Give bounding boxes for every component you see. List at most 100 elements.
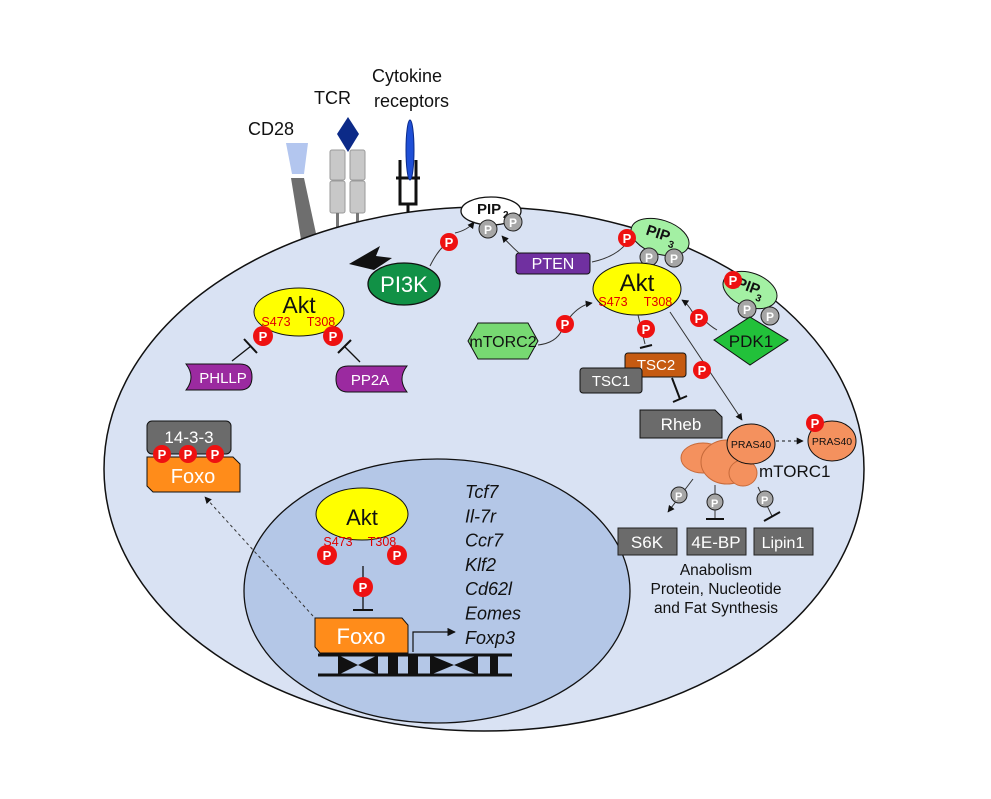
svg-text:Rheb: Rheb	[661, 415, 702, 434]
phospho-marker: P	[690, 309, 708, 327]
svg-text:P: P	[359, 580, 368, 595]
activation-arrow	[349, 246, 392, 270]
pip3-right: PIP 3 P P P	[722, 270, 780, 326]
akt-node-cytoplasm[interactable]: Akt S473 T308	[592, 262, 682, 316]
svg-text:PTEN: PTEN	[532, 256, 575, 273]
inhibit-bar	[337, 339, 352, 354]
svg-text:S473: S473	[323, 535, 352, 549]
foxo-node-nucleus[interactable]: Foxo	[314, 617, 409, 654]
cd28-label: CD28	[248, 119, 294, 139]
akt-node-phosphatase[interactable]: Akt S473 T308 P P	[253, 287, 345, 346]
inhibit-bar	[763, 511, 781, 522]
tsc-to-rheb-line	[671, 377, 681, 400]
pten-node[interactable]: PTEN	[515, 252, 591, 275]
svg-text:TSC1: TSC1	[592, 373, 630, 390]
svg-text:P: P	[698, 363, 707, 378]
transcription-arrow	[412, 627, 456, 652]
mtorc1-complex[interactable]: PRAS40	[680, 423, 776, 487]
svg-text:S6K: S6K	[631, 533, 664, 552]
foxo-node-cytoplasm[interactable]: Foxo	[146, 456, 241, 493]
svg-text:Akt: Akt	[620, 270, 655, 297]
mtorc2-to-akt-arrow	[569, 300, 593, 318]
svg-text:Lipin1: Lipin1	[762, 535, 805, 552]
target-gene: Tcf7	[465, 482, 499, 502]
target-gene: Klf2	[465, 555, 496, 575]
pp2a-node[interactable]: PP2A	[335, 365, 409, 393]
svg-text:3: 3	[754, 293, 763, 305]
svg-text:PIP: PIP	[644, 222, 672, 246]
svg-text:P: P	[211, 447, 220, 462]
svg-text:PHLLP: PHLLP	[199, 370, 247, 387]
svg-text:P: P	[329, 329, 338, 344]
svg-text:PP2A: PP2A	[351, 372, 389, 389]
s6k-node[interactable]: S6K	[617, 527, 678, 556]
svg-text:Akt: Akt	[282, 292, 316, 318]
svg-text:P: P	[675, 491, 682, 503]
svg-text:P: P	[670, 252, 678, 266]
pras40-free[interactable]: PRAS40 P	[806, 414, 857, 462]
phospho-marker: P	[637, 320, 655, 338]
rheb-node[interactable]: Rheb	[639, 409, 723, 439]
dna-icon	[318, 653, 512, 677]
cytokine-receptor	[396, 119, 420, 234]
svg-text:PIP: PIP	[477, 201, 501, 218]
tcr-label: TCR	[314, 88, 351, 108]
tsc1-node[interactable]: TSC1	[579, 367, 643, 394]
mtorc2-line	[537, 329, 563, 346]
pp2a-inhibit-line	[344, 346, 361, 363]
svg-text:P: P	[393, 548, 402, 563]
svg-text:Akt: Akt	[346, 505, 378, 530]
phospho-gray: P	[756, 490, 774, 508]
mtorc1-label: mTORC1	[759, 462, 830, 481]
foxo-export-arrow	[204, 496, 314, 617]
tcr-receptor	[329, 117, 366, 239]
pi3k-node[interactable]: PI3K	[367, 262, 441, 306]
svg-text:2: 2	[503, 210, 509, 221]
target-gene: Foxp3	[465, 628, 515, 648]
svg-text:Foxo: Foxo	[337, 624, 386, 649]
inhibit-bar	[243, 338, 258, 354]
svg-text:PRAS40: PRAS40	[812, 436, 852, 448]
akt-node-nucleus[interactable]: Akt S473 T308 P P	[315, 487, 409, 565]
svg-text:3: 3	[666, 239, 675, 251]
phospho-marker: P	[353, 577, 373, 597]
phospho-marker: P	[693, 361, 711, 379]
svg-text:PI3K: PI3K	[380, 272, 428, 297]
svg-text:P: P	[561, 317, 570, 332]
svg-text:PRAS40: PRAS40	[731, 439, 771, 451]
svg-text:P: P	[743, 303, 751, 317]
svg-text:TSC2: TSC2	[637, 357, 675, 374]
svg-text:4E-BP: 4E-BP	[691, 533, 740, 552]
svg-text:P: P	[642, 322, 651, 337]
inhibit-bar	[639, 344, 653, 349]
pdk1-node[interactable]: PDK1	[713, 316, 789, 366]
svg-text:P: P	[811, 416, 820, 431]
phospho-marker: P	[440, 233, 458, 251]
svg-text:P: P	[623, 231, 632, 246]
lipin1-node[interactable]: Lipin1	[753, 527, 814, 556]
phllp-node[interactable]: PHLLP	[184, 363, 253, 391]
target-gene: Eomes	[465, 604, 521, 624]
svg-text:P: P	[645, 251, 653, 265]
target-gene: Il-7r	[465, 506, 497, 526]
4ebp-node[interactable]: 4E-BP	[686, 527, 747, 556]
phospho-gray: P	[670, 486, 688, 504]
svg-text:P: P	[695, 311, 704, 326]
phospho-gray: P	[706, 493, 724, 511]
svg-text:S473: S473	[598, 295, 627, 309]
svg-text:P: P	[766, 310, 774, 324]
svg-text:Foxo: Foxo	[171, 466, 215, 488]
svg-text:14-3-3: 14-3-3	[164, 428, 213, 447]
svg-text:P: P	[509, 216, 517, 230]
svg-text:P: P	[484, 223, 492, 237]
svg-text:P: P	[184, 447, 193, 462]
fourteen33-node[interactable]: 14-3-3	[146, 420, 232, 455]
pdk1-to-akt-arrow	[681, 299, 694, 314]
cytokine-label-line2: receptors	[374, 91, 449, 111]
pip3-top: PIP 3 P P P	[618, 217, 690, 268]
mtorc2-node[interactable]: mTORC2	[467, 322, 539, 360]
target-gene: Ccr7	[465, 531, 504, 551]
pip2: PIP 2 P P	[460, 196, 523, 239]
nucleus	[243, 458, 631, 724]
